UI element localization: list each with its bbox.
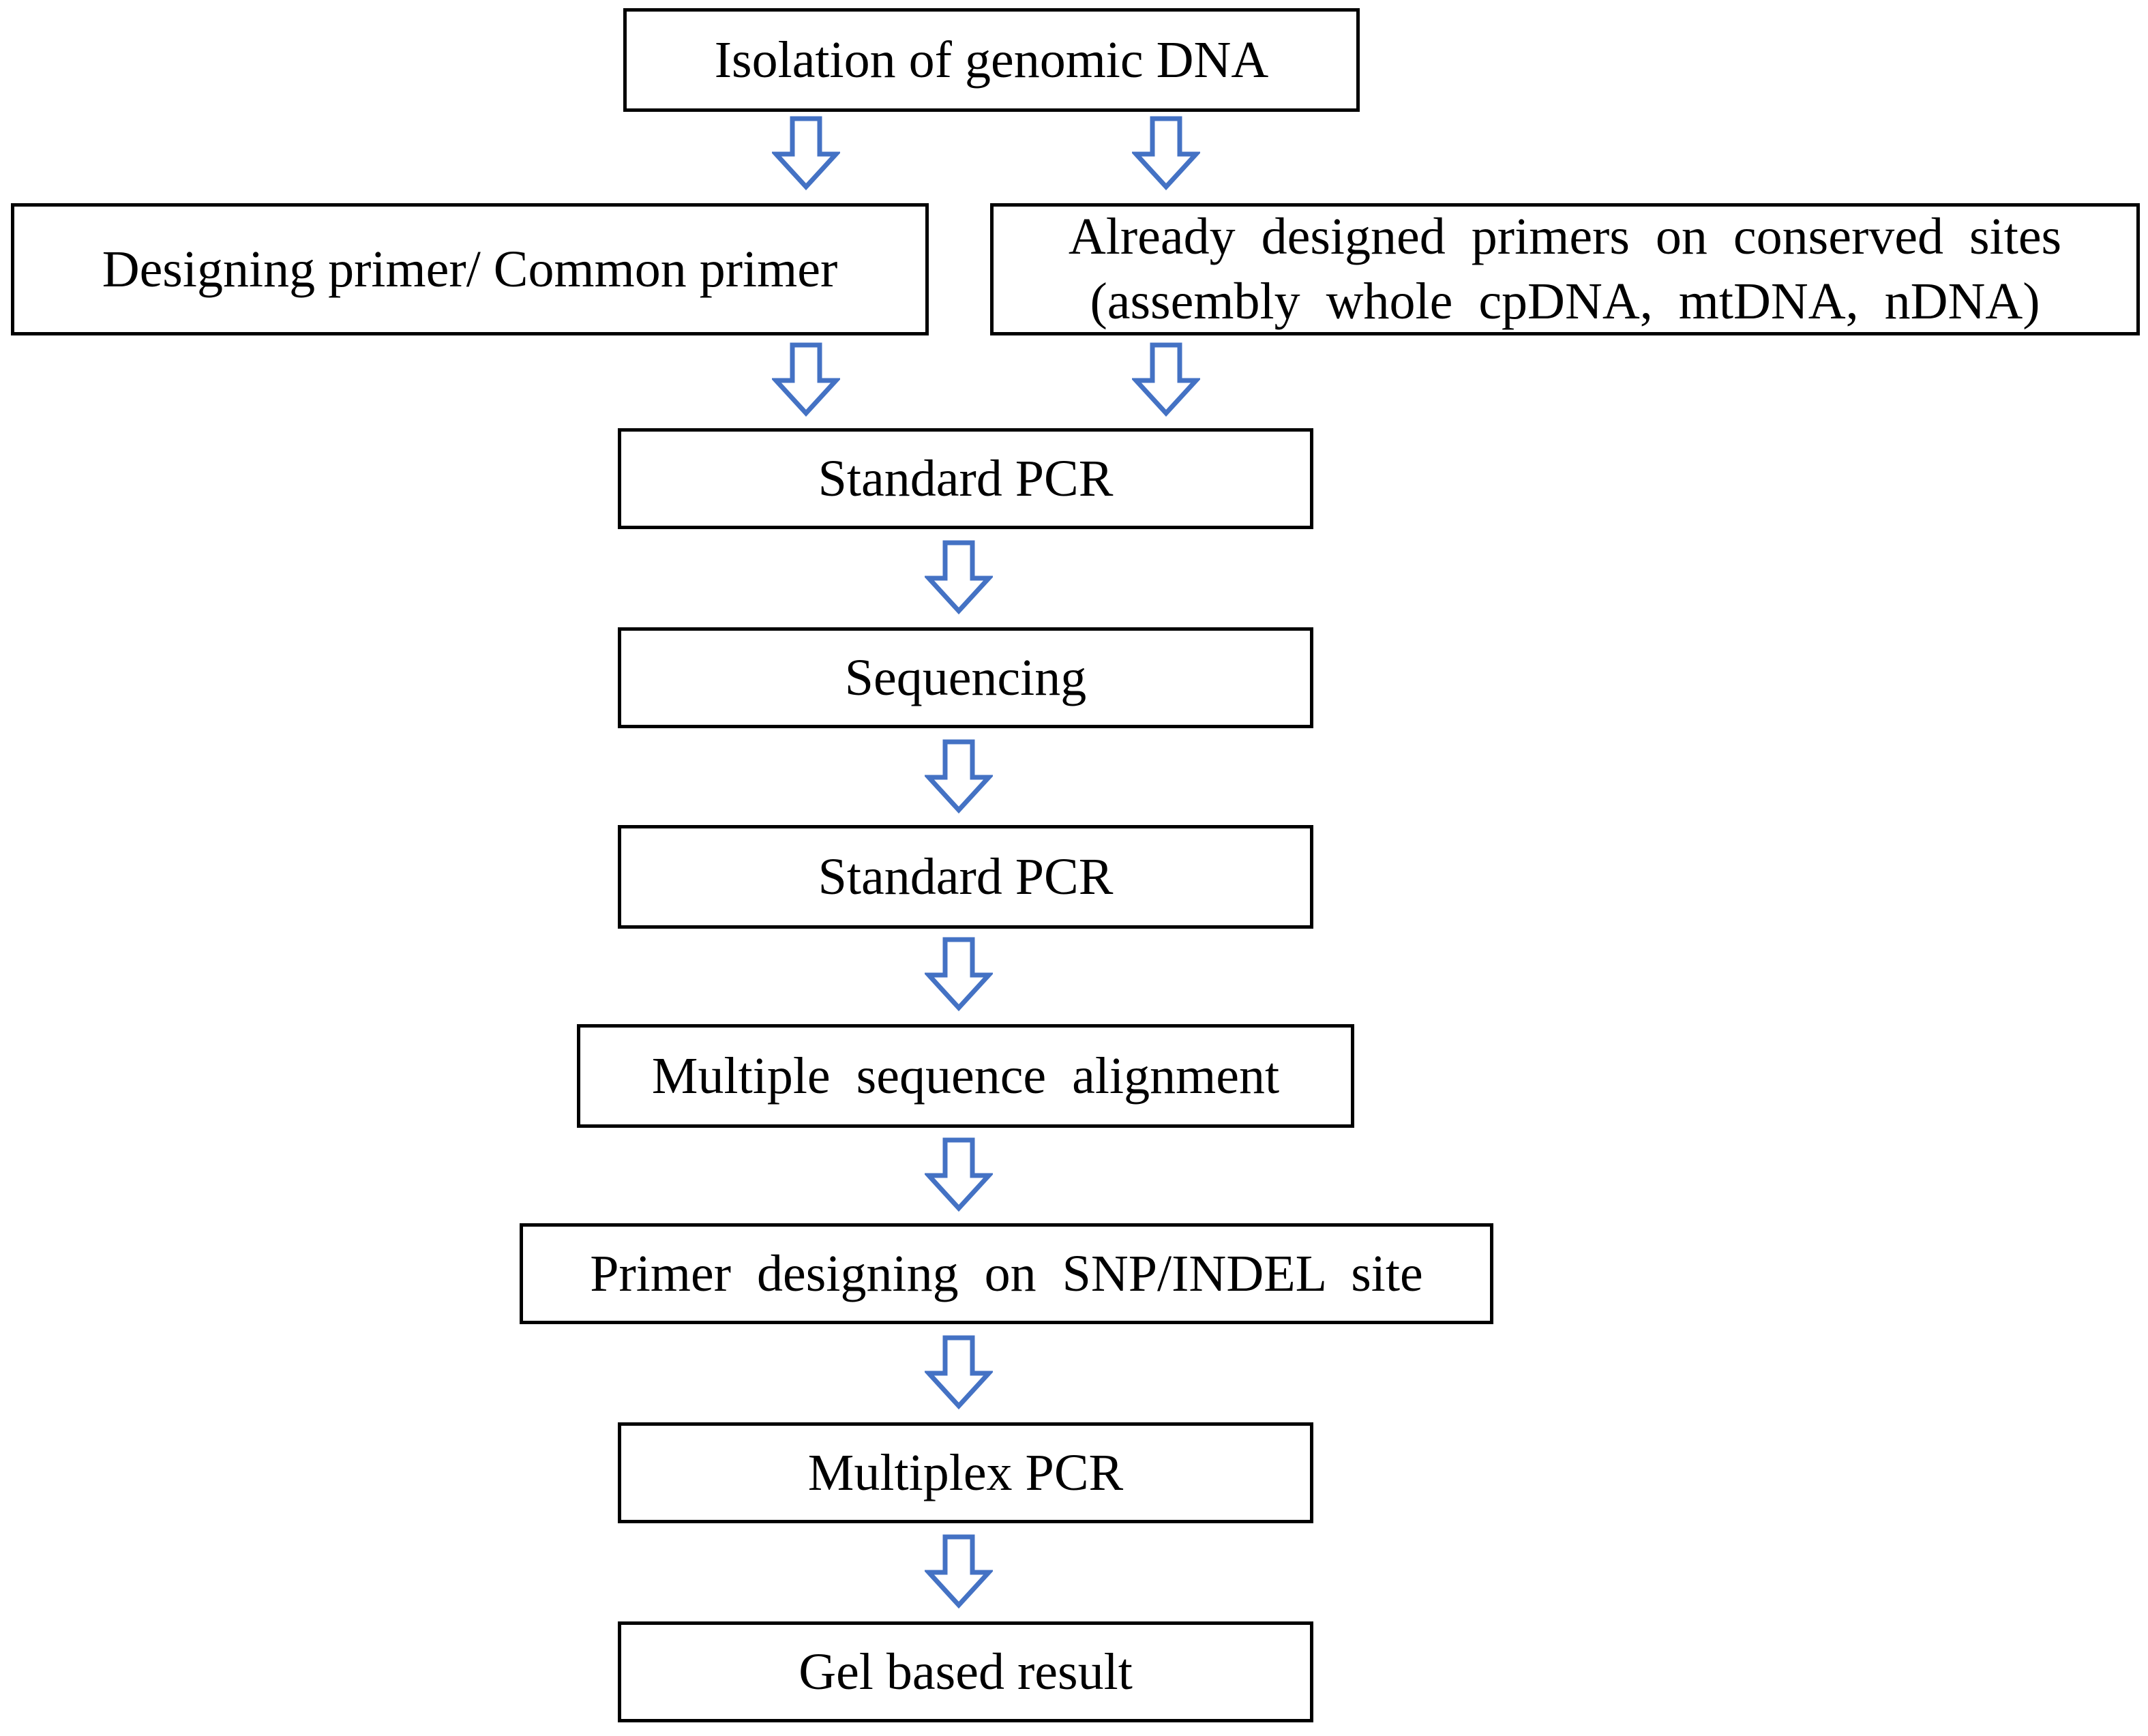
step-already-designed-box: Already designed primers on conserved si… xyxy=(990,203,2140,335)
down-arrow-icon xyxy=(772,342,840,417)
step-multiplex-pcr-box: Multiplex PCR xyxy=(618,1422,1313,1523)
step-isolation-label: Isolation of genomic DNA xyxy=(714,31,1269,89)
down-arrow-icon xyxy=(925,1137,993,1212)
step-multiplex-pcr-label: Multiplex PCR xyxy=(807,1443,1124,1501)
step-designing-primer-box: Designing primer/ Common primer xyxy=(11,203,929,335)
step-sequencing-box: Sequencing xyxy=(618,627,1313,728)
step-already-designed-line1: Already designed primers on conserved si… xyxy=(1068,208,2062,265)
step-standard-pcr-1-box: Standard PCR xyxy=(618,428,1313,529)
down-arrow-icon xyxy=(1132,342,1200,417)
step-primer-snp-label: Primer designing on SNP/INDEL site xyxy=(590,1244,1423,1302)
down-arrow-icon xyxy=(1132,116,1200,191)
down-arrow-icon xyxy=(925,540,993,615)
down-arrow-icon xyxy=(925,1335,993,1410)
step-designing-primer-label: Designing primer/ Common primer xyxy=(102,240,838,298)
step-isolation-box: Isolation of genomic DNA xyxy=(623,8,1360,112)
step-standard-pcr-1-label: Standard PCR xyxy=(818,449,1114,507)
step-already-designed-line2: (assembly whole cpDNA, mtDNA, nDNA) xyxy=(1090,273,2040,330)
step-primer-snp-box: Primer designing on SNP/INDEL site xyxy=(520,1223,1493,1324)
step-standard-pcr-2-box: Standard PCR xyxy=(618,825,1313,929)
down-arrow-icon xyxy=(925,739,993,814)
step-gel-result-label: Gel based result xyxy=(799,1643,1133,1701)
step-gel-result-box: Gel based result xyxy=(618,1621,1313,1722)
down-arrow-icon xyxy=(772,116,840,191)
step-msa-label: Multiple sequence alignment xyxy=(651,1047,1280,1105)
step-msa-box: Multiple sequence alignment xyxy=(577,1024,1354,1128)
step-sequencing-label: Sequencing xyxy=(844,648,1087,706)
down-arrow-icon xyxy=(925,937,993,1012)
down-arrow-icon xyxy=(925,1534,993,1609)
step-standard-pcr-2-label: Standard PCR xyxy=(818,848,1114,906)
